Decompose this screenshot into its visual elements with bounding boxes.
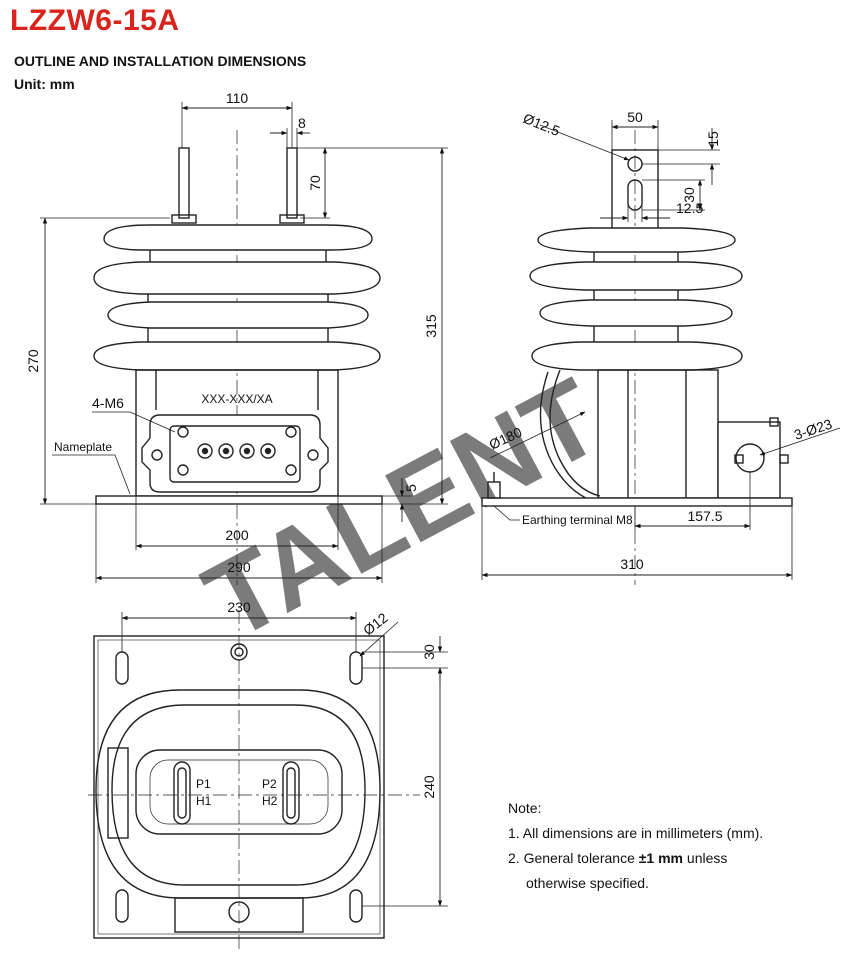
dim-side-terminal-width: 50 [627, 109, 643, 125]
label-p2: P2 [262, 777, 277, 791]
dim-side-base-width: 310 [620, 556, 644, 572]
thread-label: 4-M6 [92, 395, 124, 411]
unit-label: Unit: mm [14, 76, 75, 92]
note-item-1: 1. All dimensions are in millimeters (mm… [508, 825, 764, 841]
note-item-2-pre: 2. General tolerance [508, 850, 639, 866]
front-view [40, 102, 448, 585]
label-p1: P1 [196, 777, 211, 791]
note-item-2-cont: otherwise specified. [526, 875, 649, 891]
note-item-2-bold: ±1 mm [638, 850, 684, 866]
bottom-view [88, 610, 448, 950]
dim-slot-width: 12.5 [676, 200, 703, 216]
nameplate-code: XXX-XXX/XA [201, 392, 272, 406]
dim-total-height: 315 [423, 314, 439, 338]
dim-hole-spacing-v: 240 [421, 775, 437, 799]
dim-terminal-height: 70 [307, 175, 323, 191]
side-view [481, 120, 841, 585]
dim-terminal-spacing: 110 [226, 90, 249, 106]
earthing-label: Earthing terminal M8 [522, 513, 633, 527]
label-h1: H1 [196, 794, 212, 808]
dim-hole-offset: 15 [705, 131, 721, 147]
dim-mount-width: 200 [225, 527, 249, 543]
dim-base-width: 290 [227, 559, 251, 575]
label-h2: H2 [262, 794, 278, 808]
notes-heading: Note: [508, 800, 542, 816]
front-view-labels: 110 8 70 315 270 5 200 290 4-M6 XXX-XXX/… [25, 90, 439, 575]
note-item-2: 2. General tolerance ±1 mm unless [508, 846, 763, 871]
nameplate-label: Nameplate [54, 440, 112, 454]
dim-base-thickness: 5 [403, 484, 419, 492]
dim-bottom-slot-length: 30 [421, 644, 437, 660]
dim-terminal-width: 8 [298, 115, 306, 131]
notes-block: Note: 1. All dimensions are in millimete… [508, 796, 763, 896]
page-title: LZZW6-15A [10, 4, 180, 37]
note-item-2-post: unless [683, 850, 728, 866]
dim-box-offset: 157.5 [687, 508, 722, 524]
dim-bottom-hole-diameter: Ø12 [360, 609, 391, 638]
dim-slot-length: 30 [681, 187, 697, 203]
dim-hole-spacing: 230 [227, 599, 251, 615]
dim-box-holes: 3-Ø23 [792, 416, 834, 443]
page-subtitle: OUTLINE AND INSTALLATION DIMENSIONS [14, 53, 307, 69]
dim-body-height: 270 [25, 349, 41, 373]
dim-hole-diameter: Ø12.5 [521, 110, 563, 139]
